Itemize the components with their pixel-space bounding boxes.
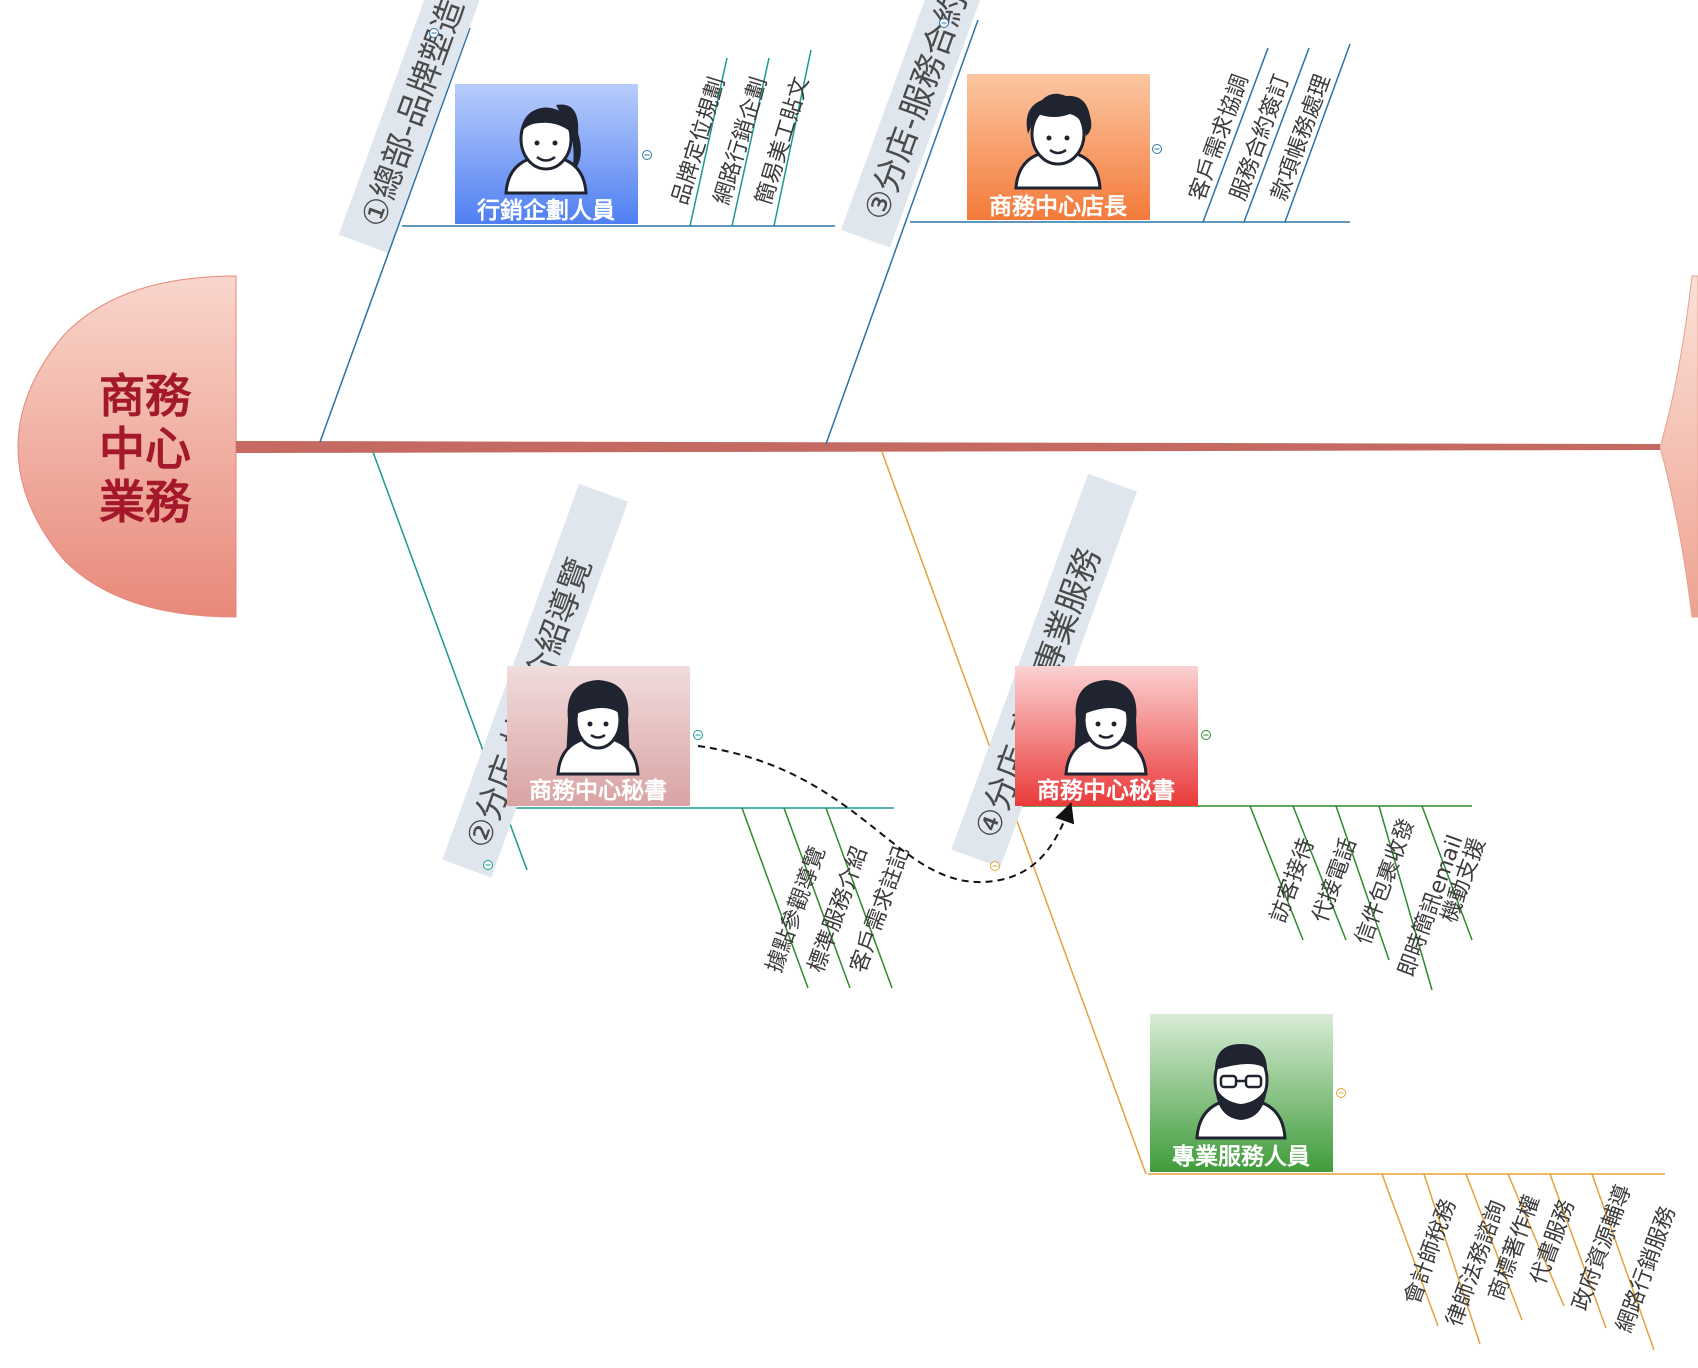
spine-line: [236, 441, 1660, 453]
card-secretary-service[interactable]: 商務中心秘書: [1015, 666, 1198, 806]
card-label: 行銷企劃人員: [476, 197, 615, 224]
head-title-line-3: 業務: [99, 475, 192, 529]
avatar-woman-bob-icon: [1064, 680, 1148, 776]
avatar-woman-ponytail-icon: [504, 104, 588, 195]
card-label: 商務中心秘書: [1037, 777, 1175, 804]
card-marketing-planner[interactable]: 行銷企劃人員: [455, 84, 638, 224]
card-store-manager[interactable]: 商務中心店長: [967, 74, 1150, 220]
branch-1: ①總部-品牌塑造行銷 行銷企劃人員 品牌定位規劃 網路行銷企劃: [319, 0, 835, 443]
avatar-man-curly-icon: [1014, 93, 1102, 190]
branch-3: ③分店-服務合約確認 商務中心店長 客戶需求協調 服務合約簽訂: [825, 0, 1351, 445]
fish-head-shape: [17, 275, 237, 618]
card-label: 商務中心秘書: [529, 777, 667, 804]
branch-2: ②分店-據點介紹導覽 商務中心秘書 據點參觀導覽 標準服務介紹: [372, 451, 915, 989]
branch-1-bone: [319, 27, 471, 443]
branch-3-ribbon[interactable]: [841, 0, 1034, 248]
card-professional-staff[interactable]: 專業服務人員: [1150, 1014, 1333, 1172]
head-title-line-2: 中心: [99, 422, 191, 476]
card-secretary-tour[interactable]: 商務中心秘書: [507, 666, 690, 806]
handoff-arrow: [697, 745, 1075, 883]
avatar-man-beard-icon: [1195, 1044, 1287, 1140]
card-label: 商務中心店長: [989, 193, 1128, 220]
fish-tail-shape: [1659, 275, 1698, 618]
card-label: 專業服務人員: [1172, 1143, 1310, 1170]
branch-3-bone: [825, 19, 979, 445]
branch-1-ribbon[interactable]: [338, 0, 528, 253]
branch-4: ④分店-商務專業服務 商務中心秘書 訪客接待 代接電話: [881, 451, 1681, 1351]
head-title-line-1: 商務: [99, 369, 192, 423]
branch-4-sub-item: 會計師稅務: [1400, 1196, 1461, 1308]
avatar-woman-bob-icon: [556, 680, 640, 776]
